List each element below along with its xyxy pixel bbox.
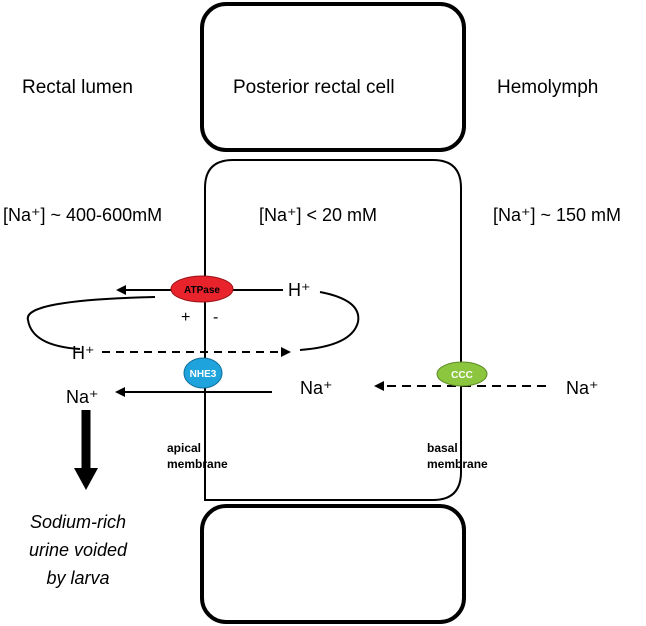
atpase-label: ATPase xyxy=(184,285,220,296)
membrane-minus-sign: - xyxy=(213,309,218,326)
apical-membrane-label-line2: membrane xyxy=(167,457,228,471)
nhe3-label: NHE3 xyxy=(190,369,217,380)
ccc-label: CCC xyxy=(451,370,473,381)
lumen-sodium-label: Na⁺ xyxy=(66,387,99,407)
urine-outflow-arrowhead xyxy=(74,468,98,490)
nhe3-transporter: NHE3 xyxy=(183,357,223,389)
hemolymph-label: Hemolymph xyxy=(497,77,598,98)
basal-membrane-label-line2: membrane xyxy=(427,457,488,471)
basal-membrane-label-line1: basal xyxy=(427,441,458,455)
proton-cycle-left-loop xyxy=(26,296,156,350)
apical-membrane-label-line1: apical xyxy=(167,441,201,455)
hemolymph-sodium-label: Na⁺ xyxy=(566,378,599,398)
ccc-transporter: CCC xyxy=(436,361,488,387)
hemolymph-concentration: [Na⁺] ~ 150 mM xyxy=(493,205,621,225)
lumen-concentration: [Na⁺] ~ 400-600mM xyxy=(3,205,162,225)
proton-cycle-right-loop xyxy=(299,291,360,351)
cell-sodium-label: Na⁺ xyxy=(300,378,333,398)
outcome-text-line2: urine voided xyxy=(29,540,128,560)
atpase-transporter: ATPase xyxy=(170,275,234,303)
posterior-rectal-cell-label: Posterior rectal cell xyxy=(233,77,395,98)
cell-concentration: [Na⁺] < 20 mM xyxy=(259,205,377,225)
membrane-plus-sign: + xyxy=(181,309,190,326)
rectal-lumen-label: Rectal lumen xyxy=(22,77,133,98)
bottom-neighbor-cell xyxy=(200,504,466,624)
atpase-proton-label: H⁺ xyxy=(288,280,311,300)
outcome-text-line3: by larva xyxy=(46,568,109,588)
posterior-rectal-cell-outline xyxy=(204,159,462,501)
top-neighbor-cell xyxy=(200,2,466,152)
outcome-text-line1: Sodium-rich xyxy=(30,512,126,532)
nhe-proton-label: H⁺ xyxy=(72,343,95,363)
